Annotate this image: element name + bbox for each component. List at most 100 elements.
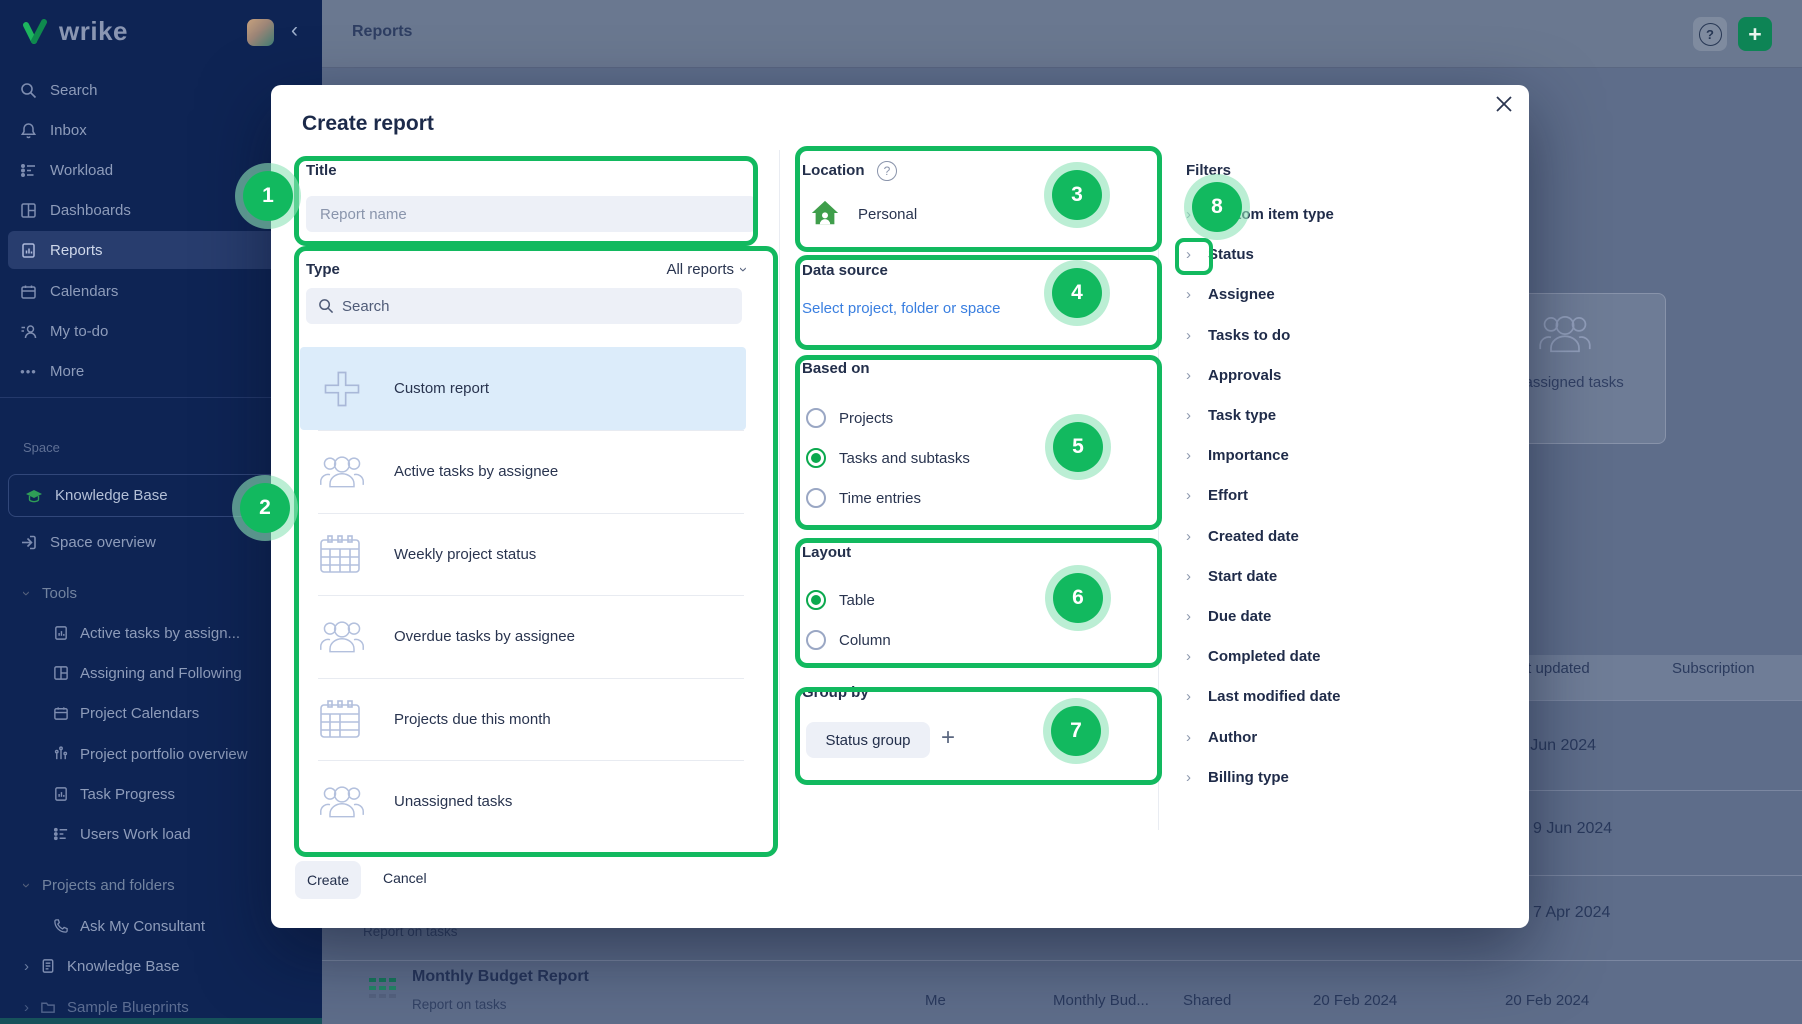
type-item-overdue-tasks[interactable]: Overdue tasks by assignee: [300, 595, 746, 678]
sidebar-group-tools[interactable]: › Tools: [0, 573, 322, 613]
sidebar-tool-item[interactable]: Project Calendars: [0, 693, 322, 733]
space-name-label: Knowledge Base: [55, 487, 168, 504]
sidebar-item-more[interactable]: ••• More: [0, 351, 322, 391]
radio-projects[interactable]: Projects: [806, 408, 893, 428]
sidebar-item-label: Active tasks by assign...: [80, 624, 241, 642]
sidebar-tool-item[interactable]: Task Progress: [0, 774, 322, 814]
filter-item-author[interactable]: ›Author: [1186, 729, 1257, 746]
filter-item-effort[interactable]: ›Effort: [1186, 487, 1248, 504]
type-item-weekly-status[interactable]: Weekly project status: [300, 513, 746, 596]
filter-item-task-type[interactable]: ›Task type: [1186, 407, 1276, 424]
group-by-chip[interactable]: Status group: [806, 722, 930, 758]
sidebar-group-projects-folders[interactable]: › Projects and folders: [0, 865, 322, 905]
sidebar-space-knowledge-base[interactable]: Knowledge Base: [8, 474, 300, 517]
sidebar-item-inbox[interactable]: Inbox: [0, 110, 322, 150]
card-title: Unassigned tasks: [1505, 374, 1624, 391]
filter-label: Effort: [1208, 487, 1248, 504]
sidebar-item-dashboards[interactable]: Dashboards: [0, 190, 322, 230]
sidebar-item-label: Knowledge Base: [67, 957, 180, 975]
radio-column[interactable]: Column: [806, 630, 891, 650]
filter-item-last-modified-date[interactable]: ›Last modified date: [1186, 688, 1341, 705]
sidebar-tool-item[interactable]: Assigning and Following: [0, 653, 322, 693]
sidebar-item-calendars[interactable]: Calendars: [0, 271, 322, 311]
sidebar-item-reports[interactable]: Reports: [0, 230, 322, 270]
type-item-projects-due[interactable]: Projects due this month: [300, 678, 746, 761]
list-divider: [318, 760, 744, 761]
list-divider: [318, 513, 744, 514]
filter-item-due-date[interactable]: ›Due date: [1186, 608, 1271, 625]
type-item-label: Projects due this month: [394, 711, 551, 728]
radio-table[interactable]: Table: [806, 590, 875, 610]
type-item-unassigned-tasks[interactable]: Unassigned tasks: [300, 760, 746, 843]
filter-item-assignee[interactable]: ›Assignee: [1186, 286, 1275, 303]
type-item-custom-report[interactable]: Custom report: [300, 347, 746, 430]
location-help-icon[interactable]: ?: [877, 161, 897, 181]
type-item-active-tasks[interactable]: Active tasks by assignee: [300, 430, 746, 513]
radio-tasks-and-subtasks[interactable]: Tasks and subtasks: [806, 448, 970, 468]
type-search-box[interactable]: [306, 288, 742, 324]
data-source-link[interactable]: Select project, folder or space: [802, 300, 1001, 317]
chevron-right-icon: ›: [1186, 286, 1191, 303]
chevron-right-icon: ›: [1186, 688, 1191, 705]
modal-title: Create report: [302, 112, 434, 135]
person-list-icon: [20, 323, 37, 340]
radio-icon: [806, 488, 826, 508]
filter-item-billing-type[interactable]: ›Billing type: [1186, 769, 1289, 786]
filter-item-approvals[interactable]: ›Approvals: [1186, 367, 1281, 384]
chevron-right-icon: ›: [1186, 528, 1191, 545]
help-icon: ?: [1698, 22, 1722, 46]
dashboard-icon: [52, 665, 69, 682]
sidebar-divider: [0, 397, 322, 398]
sidebar-item-label: Project Calendars: [80, 704, 200, 722]
sidebar-item-space-overview[interactable]: Space overview: [0, 522, 322, 562]
sidebar-item-search[interactable]: Search: [0, 70, 322, 110]
sidebar-tool-item[interactable]: Project portfolio overview: [0, 734, 322, 774]
radio-icon: [806, 408, 826, 428]
filter-item-created-date[interactable]: ›Created date: [1186, 528, 1299, 545]
type-filter-dropdown[interactable]: All reports ›: [580, 261, 752, 278]
more-dots-icon: •••: [20, 363, 37, 379]
help-button[interactable]: ?: [1693, 17, 1727, 51]
report-row-source: Monthly Bud...: [1053, 992, 1149, 1009]
radio-time-entries[interactable]: Time entries: [806, 488, 921, 508]
sidebar-item-label: Users Work load: [80, 825, 191, 843]
type-item-label: Active tasks by assignee: [394, 463, 559, 480]
graduation-cap-icon: [25, 487, 43, 505]
cancel-button[interactable]: Cancel: [383, 870, 427, 886]
report-title-input[interactable]: [306, 196, 756, 232]
location-value[interactable]: Personal: [858, 206, 918, 223]
filter-item-importance[interactable]: ›Importance: [1186, 447, 1289, 464]
sidebar-item-label: Calendars: [50, 282, 119, 300]
close-icon[interactable]: [1494, 94, 1514, 114]
sidebar-item-my-todo[interactable]: My to-do: [0, 311, 322, 351]
filter-item-start-date[interactable]: ›Start date: [1186, 568, 1277, 585]
sidebar-item-workload[interactable]: Workload: [0, 150, 322, 190]
chevron-down-icon: ›: [735, 267, 752, 272]
sidebar-tool-item[interactable]: Users Work load: [0, 814, 322, 854]
radio-label: Tasks and subtasks: [839, 449, 970, 467]
sidebar-project-item[interactable]: › Knowledge Base: [0, 946, 322, 986]
type-search-input[interactable]: [334, 288, 742, 324]
create-button[interactable]: Create: [295, 861, 361, 899]
collapse-sidebar-icon[interactable]: ‹: [291, 19, 298, 42]
filter-item-tasks-to-do[interactable]: ›Tasks to do: [1186, 327, 1290, 344]
people-group-icon: [1537, 310, 1593, 361]
add-button[interactable]: +: [1738, 17, 1772, 51]
table-cell-date: 7 Apr 2024: [1533, 904, 1611, 921]
avatar[interactable]: [247, 19, 274, 46]
filter-item-completed-date[interactable]: ›Completed date: [1186, 648, 1321, 665]
add-group-icon[interactable]: +: [941, 724, 956, 751]
filter-label: Importance: [1208, 447, 1289, 464]
radio-label: Column: [839, 631, 891, 649]
report-row-title[interactable]: Monthly Budget Report: [412, 968, 589, 985]
filter-label: Billing type: [1208, 769, 1289, 786]
portfolio-chart-icon: [52, 746, 69, 763]
column-header-subscription[interactable]: Subscription: [1672, 660, 1755, 677]
sidebar-project-item[interactable]: › Sample Blueprints: [0, 987, 322, 1024]
sidebar-tool-item[interactable]: Active tasks by assign...: [0, 613, 322, 653]
wrike-logo[interactable]: wrike: [22, 16, 128, 47]
annotation-badge-8: 8: [1192, 182, 1242, 232]
sidebar-project-item[interactable]: Ask My Consultant: [0, 906, 322, 946]
filter-item-status[interactable]: ›Status: [1186, 246, 1254, 263]
sidebar-item-label: Inbox: [50, 121, 87, 139]
